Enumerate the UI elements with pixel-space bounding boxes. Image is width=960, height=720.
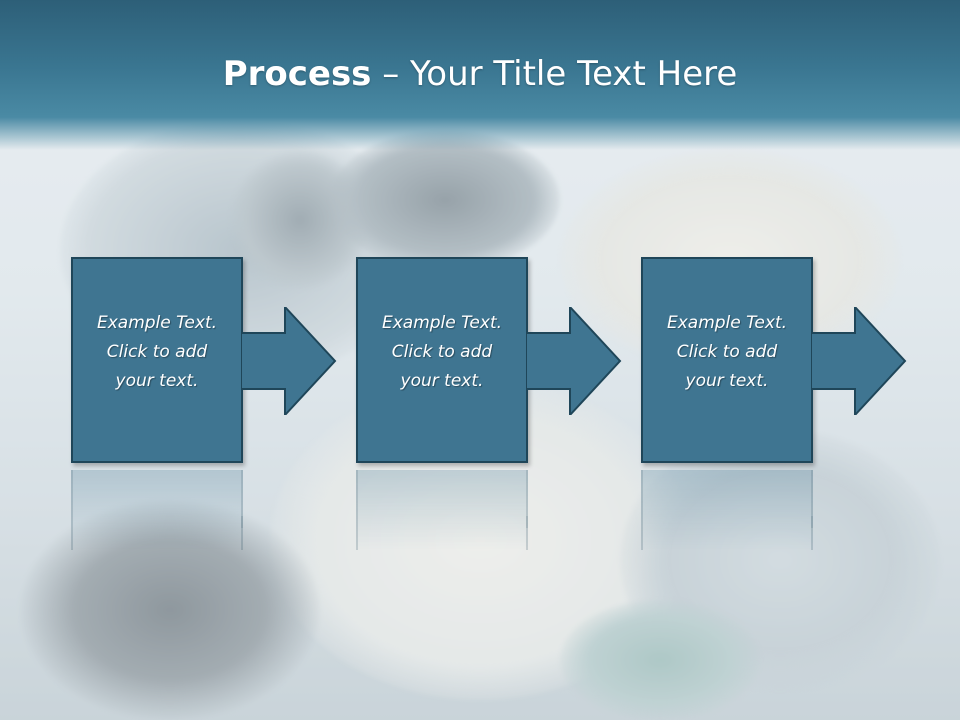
step-text-line: Click to add <box>106 342 208 362</box>
title-band <box>0 0 960 150</box>
slide-title[interactable]: Process – Your Title Text Here <box>0 52 960 96</box>
step-text[interactable]: Example Text. Click to add your text. <box>641 309 813 396</box>
right-arrow-icon <box>811 307 907 415</box>
step-reflection <box>641 470 911 560</box>
step-text-line: your text. <box>685 371 769 391</box>
title-rest: – Your Title Text Here <box>371 54 738 94</box>
step-text-line: Click to add <box>676 342 778 362</box>
step-box[interactable] <box>641 257 813 463</box>
step-text-line: Example Text. <box>96 313 218 333</box>
step-text[interactable]: Example Text. Click to add your text. <box>71 309 243 396</box>
step-text-line: Click to add <box>391 342 493 362</box>
step-text-line: Example Text. <box>381 313 503 333</box>
step-reflection <box>356 470 626 560</box>
process-step-3[interactable]: Example Text. Click to add your text. <box>641 257 911 467</box>
process-step-1[interactable]: Example Text. Click to add your text. <box>71 257 341 467</box>
step-text-line: Example Text. <box>666 313 788 333</box>
step-text-line: your text. <box>400 371 484 391</box>
step-text[interactable]: Example Text. Click to add your text. <box>356 309 528 396</box>
title-bold: Process <box>222 54 372 94</box>
process-step-2[interactable]: Example Text. Click to add your text. <box>356 257 626 467</box>
right-arrow-icon <box>241 307 337 415</box>
step-text-line: your text. <box>115 371 199 391</box>
right-arrow-icon <box>526 307 622 415</box>
step-reflection <box>71 470 341 560</box>
